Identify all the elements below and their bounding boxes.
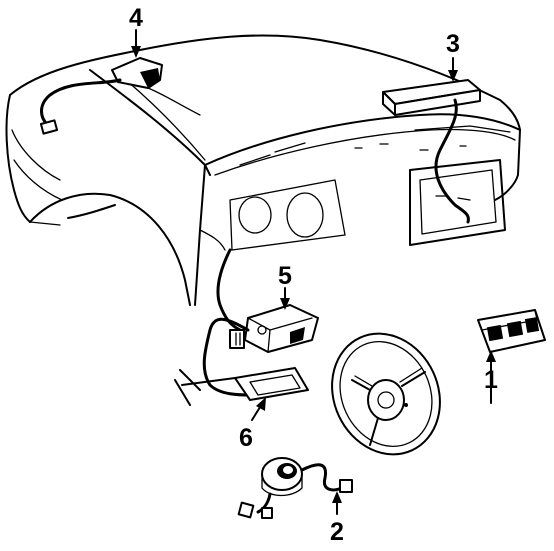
callout-4: 4 — [129, 4, 143, 58]
callout-1-label: 1 — [484, 366, 498, 394]
module-bracket-part — [181, 367, 309, 401]
vehicle-body-drawing — [5, 34, 521, 406]
callout-4-label: 4 — [129, 4, 143, 32]
callout-6-label: 6 — [239, 424, 253, 452]
driver-module-part — [477, 309, 546, 353]
callout-5: 5 — [278, 262, 292, 310]
front-sensor-part — [39, 57, 201, 135]
callout-3-label: 3 — [446, 30, 460, 58]
callout-5-label: 5 — [278, 262, 292, 290]
callout-2: 2 — [330, 491, 344, 546]
callout-1: 1 — [484, 350, 498, 404]
callout-2-label: 2 — [330, 518, 344, 546]
steering-wheel-drawing — [331, 332, 441, 456]
passenger-airbag-part — [382, 79, 481, 224]
diagnostic-module-part — [202, 248, 319, 397]
callout-6: 6 — [239, 397, 266, 452]
callout-3: 3 — [446, 30, 460, 82]
coil-assembly-part — [237, 457, 353, 519]
